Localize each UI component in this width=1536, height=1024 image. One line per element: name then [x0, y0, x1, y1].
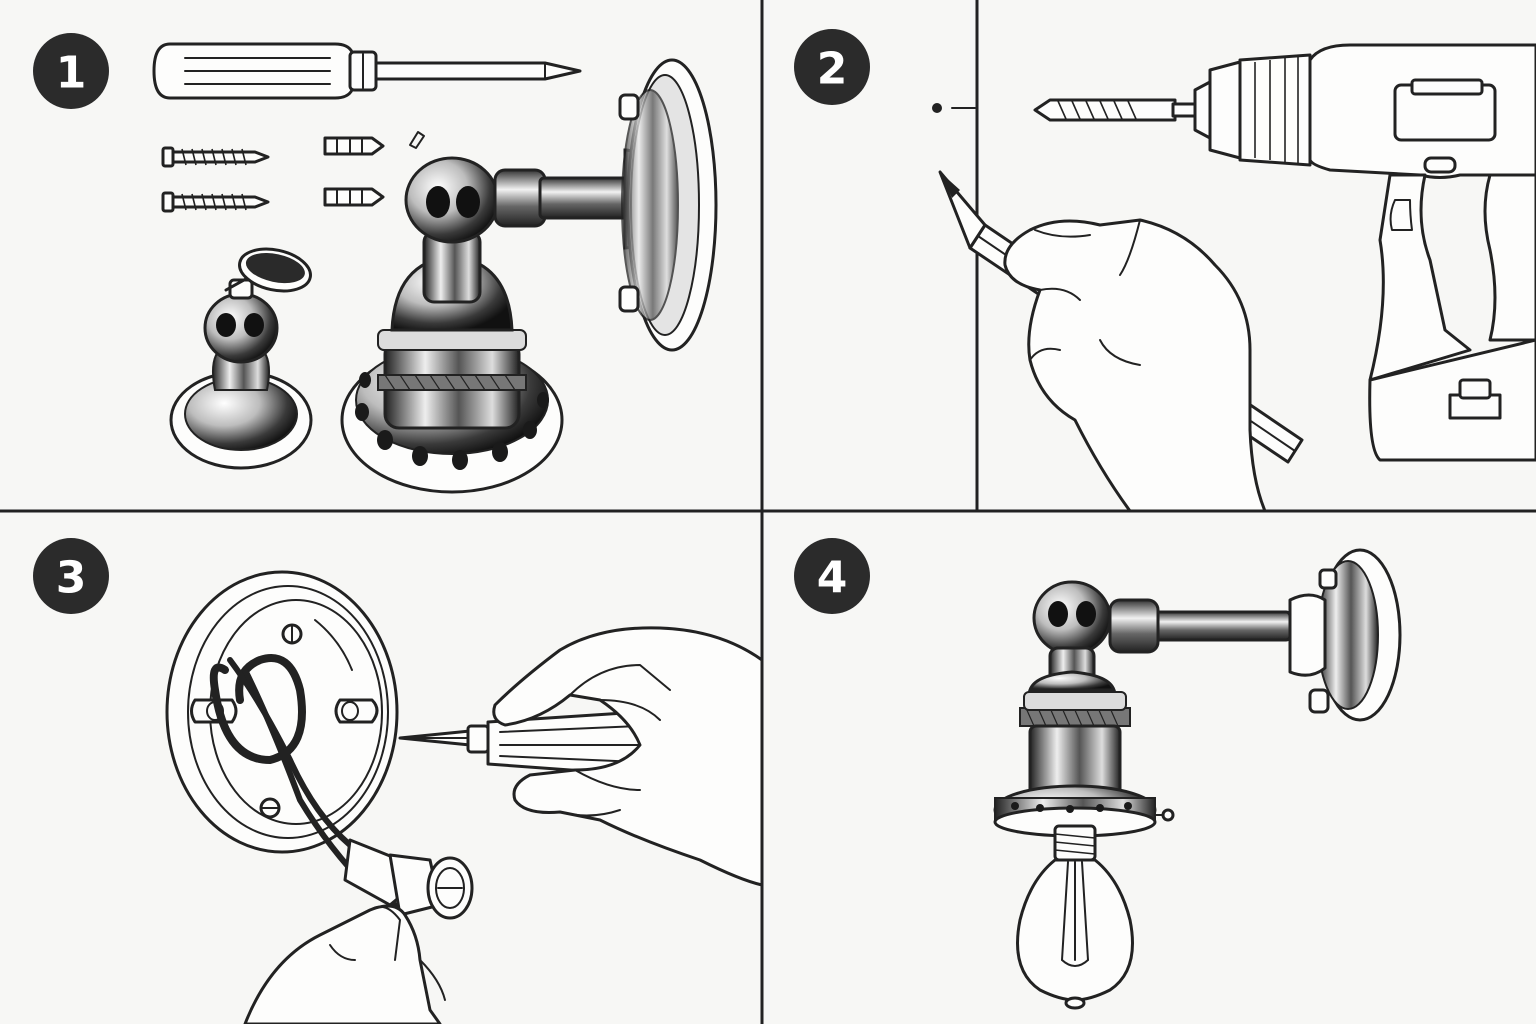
panel-step-4: 4: [794, 538, 1402, 1010]
small-screw-icon: [409, 131, 425, 149]
step-number-4: 4: [817, 553, 848, 604]
step-number-2: 2: [817, 44, 848, 95]
step-badge-4: 4: [794, 538, 870, 614]
light-bulb-icon: [1016, 824, 1134, 1010]
hand-icon: [492, 626, 764, 887]
step-number-1: 1: [56, 48, 87, 99]
sconce-canopy-icon: [169, 247, 313, 470]
mounting-plate-icon: [165, 570, 399, 854]
step-badge-2: 2: [794, 29, 870, 105]
step-number-3: 3: [56, 553, 87, 604]
wall-anchor-icon: [323, 136, 385, 156]
lamp-socket-icon: [340, 156, 564, 494]
wall-sconce-icon: [993, 548, 1402, 838]
wall-anchor-icon: [323, 187, 385, 207]
screwdriver-icon: [152, 42, 582, 100]
screw-icon: [161, 191, 270, 213]
drill-bit-icon: [1033, 98, 1197, 122]
hand-icon: [1003, 218, 1267, 513]
step-badge-3: 3: [33, 538, 109, 614]
panel-step-1: 1: [33, 33, 718, 494]
screw-icon: [161, 146, 270, 168]
wall-plate-icon: [618, 58, 718, 352]
step-badge-1: 1: [33, 33, 109, 109]
drill-icon: [1193, 43, 1536, 462]
panel-step-3: 3: [33, 538, 764, 1024]
hand-icon: [243, 904, 446, 1024]
drill-mark: [932, 103, 942, 113]
wires-icon: [209, 654, 474, 920]
panel-step-2: 2: [794, 0, 1536, 513]
